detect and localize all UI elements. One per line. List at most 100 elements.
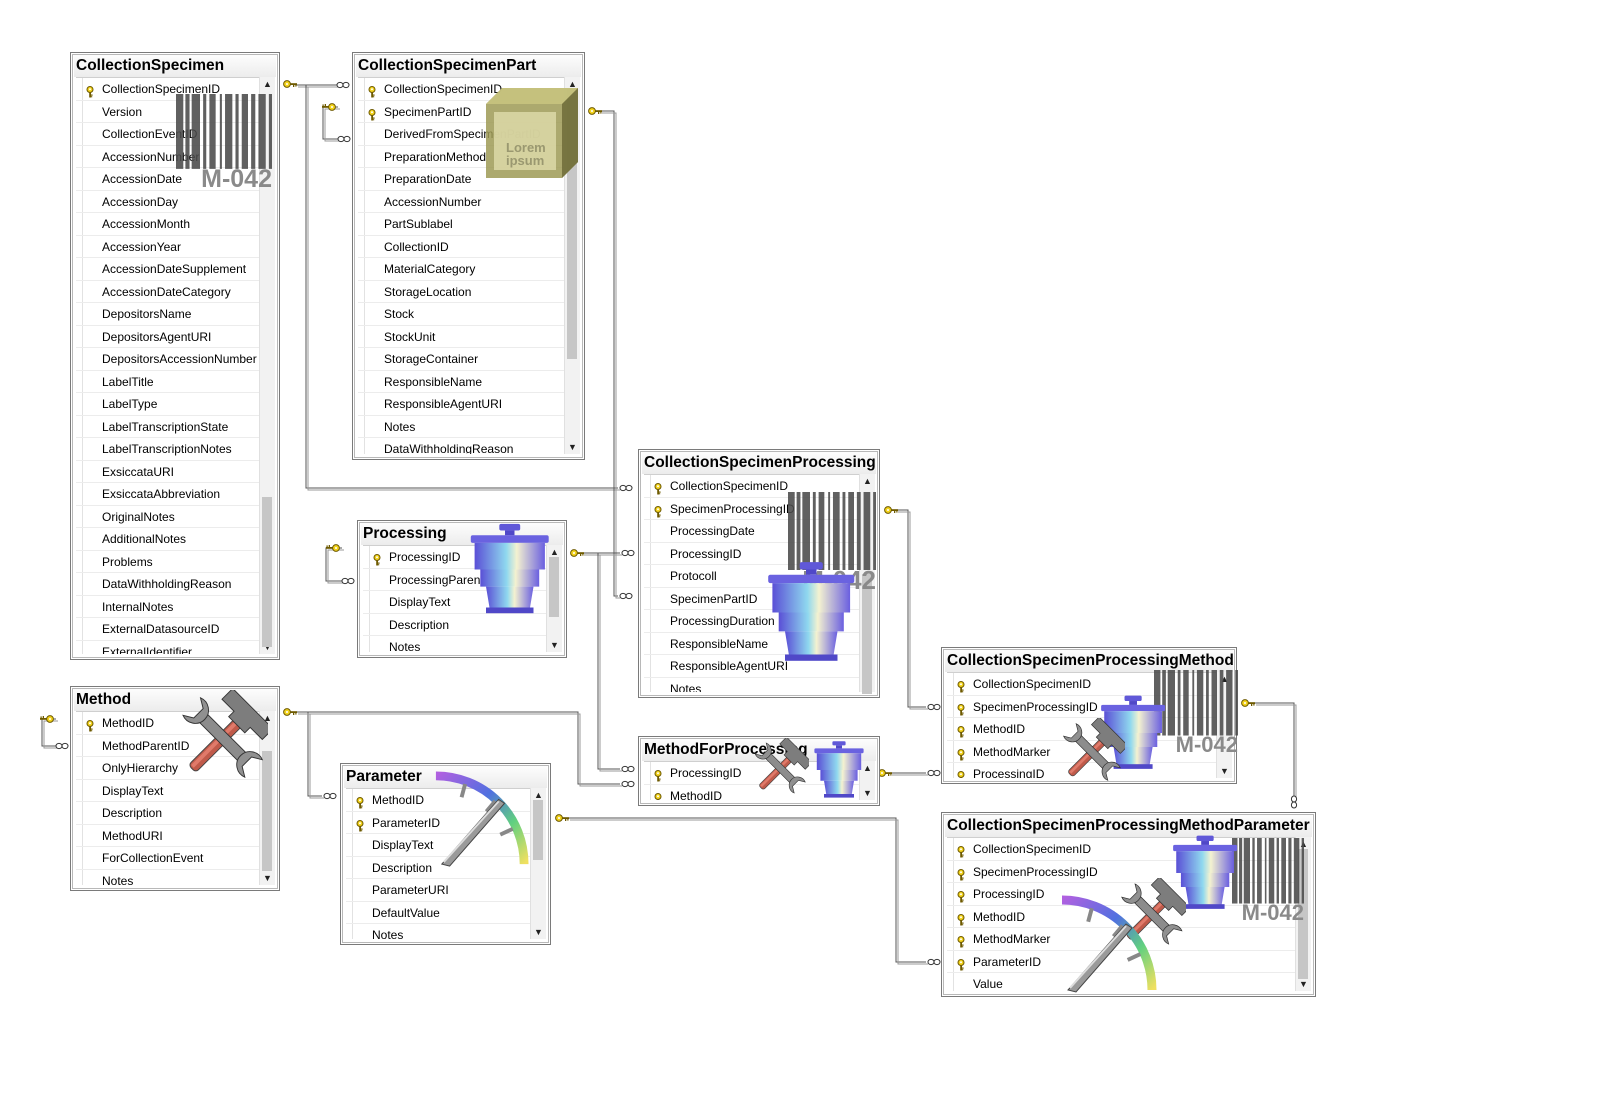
row-selector[interactable] <box>644 632 651 654</box>
row-selector[interactable] <box>76 505 83 527</box>
column-row[interactable]: ProcessingDate <box>644 520 859 543</box>
row-selector[interactable] <box>358 78 365 100</box>
row-selector[interactable] <box>76 258 83 280</box>
row-selector[interactable] <box>76 280 83 302</box>
column-row[interactable]: MethodID <box>346 789 530 812</box>
column-row[interactable]: ExsiccataURI <box>76 460 259 483</box>
row-selector[interactable] <box>76 190 83 212</box>
row-selector[interactable] <box>358 415 365 437</box>
row-selector[interactable] <box>644 542 651 564</box>
row-selector[interactable] <box>358 438 365 454</box>
column-row[interactable]: LabelTitle <box>76 370 259 393</box>
row-selector[interactable] <box>76 483 83 505</box>
row-selector[interactable] <box>947 695 954 717</box>
column-row[interactable]: Description <box>363 613 546 636</box>
row-selector[interactable] <box>358 303 365 325</box>
column-row[interactable]: ExternalIdentifier <box>76 640 259 654</box>
column-row[interactable]: ResponsibleName <box>358 370 564 393</box>
table-title[interactable]: CollectionSpecimenProcessingMethodParame… <box>945 815 1312 837</box>
scroll-up-arrow-icon[interactable]: ▲ <box>568 79 577 89</box>
row-selector[interactable] <box>358 168 365 190</box>
row-selector[interactable] <box>947 950 954 972</box>
row-selector[interactable] <box>644 520 651 542</box>
column-row[interactable]: ProcessingID <box>947 763 1216 778</box>
row-selector[interactable] <box>358 190 365 212</box>
column-row[interactable]: Notes <box>358 415 564 438</box>
column-row[interactable]: AccessionDateCategory <box>76 280 259 303</box>
column-row[interactable]: PartSublabel <box>358 213 564 236</box>
row-selector[interactable] <box>358 100 365 122</box>
column-row[interactable]: AdditionalNotes <box>76 528 259 551</box>
column-row[interactable]: DepositorsName <box>76 303 259 326</box>
column-row[interactable]: CollectionSpecimenID <box>76 78 259 101</box>
column-row[interactable]: ExternalDatasourceID <box>76 618 259 641</box>
column-row[interactable]: CollectionEventID <box>76 123 259 146</box>
column-row[interactable]: ForCollectionEvent <box>76 847 259 870</box>
column-row[interactable]: ParameterURI <box>346 879 530 902</box>
row-selector[interactable] <box>644 784 651 800</box>
column-row[interactable]: LabelTranscriptionState <box>76 415 259 438</box>
row-selector[interactable] <box>76 618 83 640</box>
row-selector[interactable] <box>76 869 83 885</box>
scroll-down-arrow-icon[interactable]: ▼ <box>1220 766 1229 776</box>
column-row[interactable]: AccessionDate <box>76 168 259 191</box>
column-row[interactable]: ParameterID <box>346 811 530 834</box>
row-selector[interactable] <box>76 640 83 654</box>
row-selector[interactable] <box>947 860 954 882</box>
row-selector[interactable] <box>346 856 353 878</box>
column-row[interactable]: MaterialCategory <box>358 258 564 281</box>
row-selector[interactable] <box>346 834 353 856</box>
column-row[interactable]: OnlyHierarchy <box>76 757 259 780</box>
column-row[interactable]: ProcessingID <box>644 542 859 565</box>
row-selector[interactable] <box>76 824 83 846</box>
column-row[interactable]: Problems <box>76 550 259 573</box>
column-row[interactable]: DataWithholdingReason <box>76 573 259 596</box>
column-row[interactable]: StorageLocation <box>358 280 564 303</box>
row-selector[interactable] <box>76 438 83 460</box>
column-row[interactable]: Description <box>346 856 530 879</box>
vertical-scrollbar[interactable]: ▲▼ <box>859 761 875 800</box>
column-row[interactable]: Notes <box>644 677 859 692</box>
column-row[interactable]: PreparationDate <box>358 168 564 191</box>
scroll-down-arrow-icon[interactable]: ▼ <box>263 873 272 883</box>
scroll-thumb[interactable] <box>862 574 872 694</box>
vertical-scrollbar[interactable]: ▲▼ <box>259 711 275 885</box>
row-selector[interactable] <box>76 847 83 869</box>
vertical-scrollbar[interactable]: ▲▼ <box>564 77 580 454</box>
column-row[interactable]: DisplayText <box>363 591 546 614</box>
row-selector[interactable] <box>644 475 651 497</box>
row-selector[interactable] <box>76 213 83 235</box>
row-selector[interactable] <box>947 883 954 905</box>
row-selector[interactable] <box>76 757 83 779</box>
table-title[interactable]: CollectionSpecimenPart <box>356 55 581 77</box>
row-selector[interactable] <box>76 460 83 482</box>
row-selector[interactable] <box>76 370 83 392</box>
table-title[interactable]: Parameter <box>344 766 547 788</box>
column-row[interactable]: CollectionSpecimenID <box>947 673 1216 696</box>
vertical-scrollbar[interactable]: ▲▼ <box>1216 672 1232 778</box>
row-selector[interactable] <box>644 497 651 519</box>
column-row[interactable]: MethodID <box>76 712 259 735</box>
column-row[interactable]: DepositorsAgentURI <box>76 325 259 348</box>
column-row[interactable]: Protocoll <box>644 565 859 588</box>
row-selector[interactable] <box>358 348 365 370</box>
row-selector[interactable] <box>76 712 83 734</box>
row-selector[interactable] <box>76 78 83 100</box>
column-row[interactable]: Notes <box>76 869 259 885</box>
row-selector[interactable] <box>363 636 370 652</box>
column-row[interactable]: OriginalNotes <box>76 505 259 528</box>
row-selector[interactable] <box>644 565 651 587</box>
column-row[interactable]: AccessionMonth <box>76 213 259 236</box>
column-row[interactable]: ExsiccataAbbreviation <box>76 483 259 506</box>
table-cspmp[interactable]: CollectionSpecimenProcessingMethodParame… <box>941 812 1316 997</box>
column-row[interactable]: Notes <box>363 636 546 652</box>
column-row[interactable]: CollectionSpecimenID <box>947 838 1295 861</box>
table-title[interactable]: MethodForProcessing <box>642 739 876 761</box>
column-row[interactable]: AccessionDay <box>76 190 259 213</box>
column-row[interactable]: MethodMarker <box>947 740 1216 763</box>
scroll-up-arrow-icon[interactable]: ▲ <box>550 547 559 557</box>
